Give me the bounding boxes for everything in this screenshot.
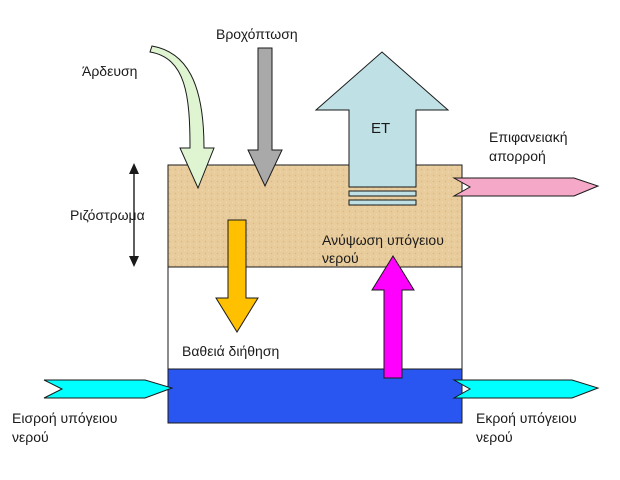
root-zone-layer (167, 164, 463, 268)
deep-percolation-arrow (215, 219, 259, 333)
groundwater-inflow-arrow (43, 379, 174, 399)
groundwater-outflow-arrow (452, 379, 600, 399)
et-bar-2 (348, 199, 417, 206)
capillary-rise-arrow (371, 255, 415, 379)
et-bar-1 (348, 190, 417, 197)
surface-runoff-arrow (452, 177, 600, 197)
deep-percolation-label: Βαθειά διήθηση (182, 343, 279, 359)
groundwater-outflow-label-line1: Εκροή υπόγειου (476, 410, 577, 426)
irrigation-label: Άρδευση (82, 63, 137, 79)
irrigation-arrow (149, 45, 215, 190)
groundwater-inflow-label-line1: Εισροή υπόγειου (12, 410, 117, 426)
groundwater-outflow-label-line2: νερού (476, 429, 513, 445)
precipitation-label: Βροχόπτωση (216, 26, 298, 42)
root-zone-extent-arrow (129, 163, 139, 267)
et-label: ET (371, 120, 390, 137)
et-arrow (314, 51, 450, 188)
precipitation-arrow (247, 47, 283, 188)
groundwater-inflow-label-line2: νερού (12, 429, 49, 445)
capillary-rise-label-line2: νερού (322, 250, 359, 266)
root-zone-label: Ριζόστρωμα (70, 207, 145, 223)
capillary-rise-label-line1: Ανύψωση υπόγειου (322, 232, 444, 248)
surface-runoff-label-line1: Επιφανειακή (489, 129, 568, 145)
surface-runoff-label-line2: απορροή (489, 148, 546, 164)
groundwater-layer (167, 368, 463, 424)
